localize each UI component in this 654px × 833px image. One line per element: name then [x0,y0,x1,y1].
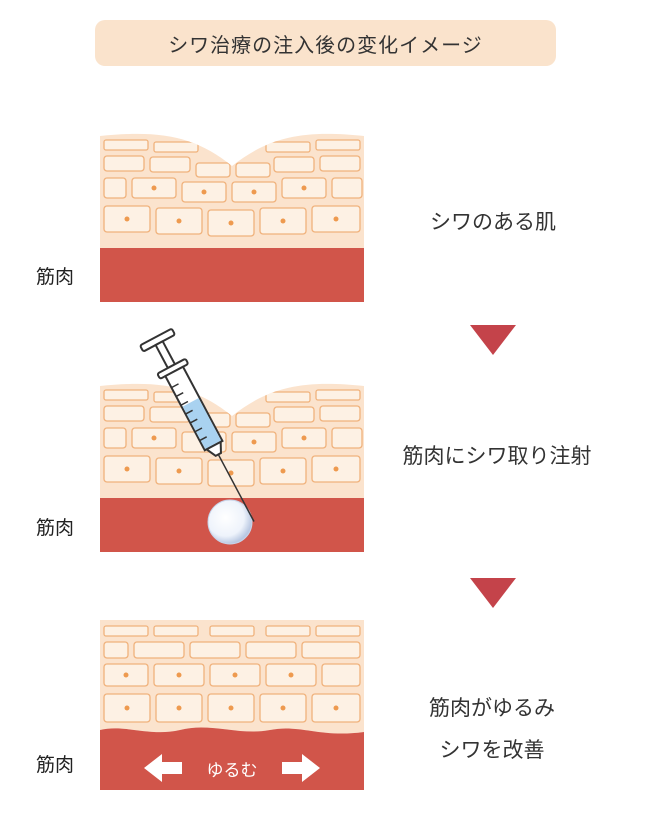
skin-cross-section-injection [100,383,364,552]
arrow-left-icon [144,754,182,782]
step2-caption: 筋肉にシワ取り注射 [402,444,592,468]
arrow-down-icon [470,325,516,355]
arrow-right-icon [282,754,320,782]
step3-caption-line2: シワを改善 [439,738,545,762]
muscle-label-2: 筋肉 [36,517,75,539]
skin-panel-relaxed: ゆるむ [100,620,364,790]
syringe-icon [139,328,255,522]
skin-cross-section-relaxed [100,620,364,790]
skin-cross-section-wrinkled [100,133,364,302]
muscle-label-3: 筋肉 [36,754,75,776]
muscle-label-1: 筋肉 [36,266,75,288]
relax-label: ゆるむ [206,761,258,781]
page-title: シワ治療の注入後の変化イメージ [95,20,556,66]
step3-caption-line1: 筋肉がゆるみ [429,696,555,720]
injection-bubble-icon [207,499,253,545]
arrow-down-icon [470,578,516,608]
skin-panel-injection [100,380,364,552]
skin-panel-wrinkled [100,130,364,302]
step1-caption: シワのある肌 [430,210,556,234]
